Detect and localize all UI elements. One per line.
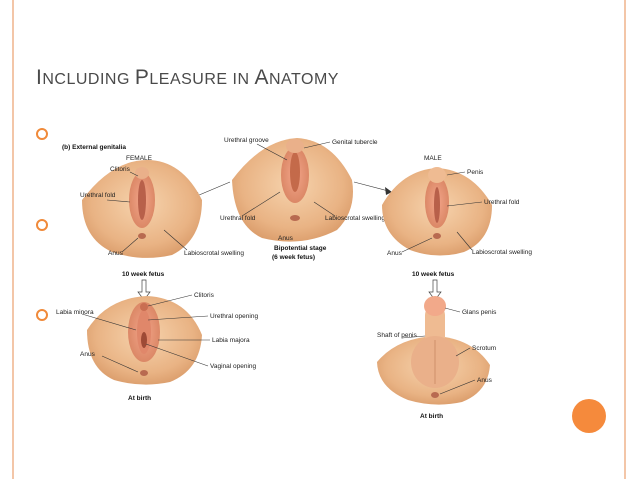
label-clitoris-birth: Clitoris (194, 292, 215, 299)
slide-border-right (624, 0, 626, 479)
bullet-marker-2 (36, 219, 48, 231)
bullet-marker-3 (36, 309, 48, 321)
label-at-birth-female: At birth (128, 395, 151, 402)
slide-border-left (12, 0, 14, 479)
label-urethral-fold-male: Urethral fold (484, 199, 520, 206)
genitalia-development-figure: (b) External genitalia FEMALE MALE Ureth… (52, 130, 572, 420)
label-shaft-of-penis: Shaft of penis (377, 332, 417, 339)
label-labia-minora: Labia minora (56, 309, 94, 316)
label-scrotum: Scrotum (472, 345, 496, 352)
label-urethral-opening: Urethral opening (210, 313, 258, 320)
male-10-week-illustration (382, 167, 492, 256)
label-anus-male-10wk: Anus (387, 250, 403, 257)
label-clitoris-10wk: Clitoris (110, 166, 131, 173)
orange-decoration-circle (572, 399, 606, 433)
label-urethral-fold-center: Urethral fold (220, 215, 256, 222)
label-at-birth-male: At birth (420, 413, 443, 420)
label-vaginal-opening: Vaginal opening (210, 363, 257, 370)
slide-title: INCLUDING PLEASURE IN ANATOMY (36, 66, 339, 90)
label-labia-majora: Labia majora (212, 337, 250, 344)
male-header: MALE (424, 155, 442, 162)
label-labioscrotal-center: Labioscrotal swelling (325, 215, 385, 222)
panel-label: (b) External genitalia (62, 144, 126, 151)
label-10-week-male: 10 week fetus (412, 271, 455, 278)
female-10-week-illustration (82, 160, 202, 258)
label-bipotential-stage: Bipotential stage (274, 245, 327, 252)
label-anus-female-birth: Anus (80, 351, 96, 358)
label-anus-female-10wk: Anus (108, 250, 124, 257)
label-penis-10wk: Penis (467, 169, 484, 176)
label-glans-penis: Glans penis (462, 309, 497, 316)
label-genital-tubercle: Genital tubercle (332, 139, 378, 146)
bullet-marker-1 (36, 128, 48, 140)
label-six-week: (6 week fetus) (272, 254, 315, 261)
label-labioscrotal-female: Labioscrotal swelling (184, 250, 244, 257)
bipotential-illustration (232, 138, 353, 242)
label-labioscrotal-male: Labioscrotal swelling (472, 249, 532, 256)
label-anus-male-birth: Anus (477, 377, 493, 384)
label-urethral-groove: Urethral groove (224, 137, 269, 144)
label-10-week-female: 10 week fetus (122, 271, 165, 278)
label-urethral-fold-female: Urethral fold (80, 192, 116, 199)
label-anus-center: Anus (278, 235, 294, 242)
